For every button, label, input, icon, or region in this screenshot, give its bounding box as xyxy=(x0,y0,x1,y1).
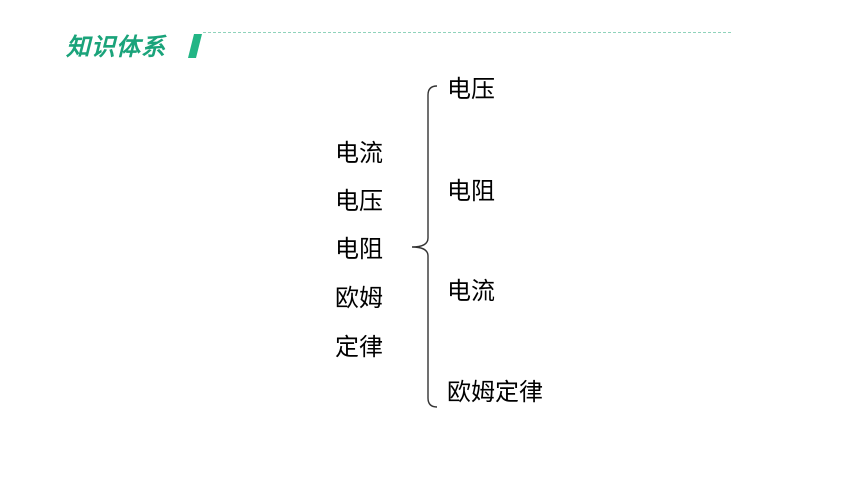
topic-line-5: 定律 xyxy=(335,333,383,361)
header-dashed-line xyxy=(203,32,731,33)
topic-line-4: 欧姆 xyxy=(335,284,383,312)
branch-ohms-law: 欧姆定律 xyxy=(447,378,543,406)
header-title: 知识体系 xyxy=(66,33,166,61)
branch-voltage: 电压 xyxy=(447,75,495,103)
branch-current: 电流 xyxy=(447,277,495,305)
branch-resistance: 电阻 xyxy=(447,177,495,205)
topic-line-3: 电阻 xyxy=(335,235,383,263)
topic-line-2: 电压 xyxy=(335,187,383,215)
topic-line-1: 电流 xyxy=(335,139,383,167)
